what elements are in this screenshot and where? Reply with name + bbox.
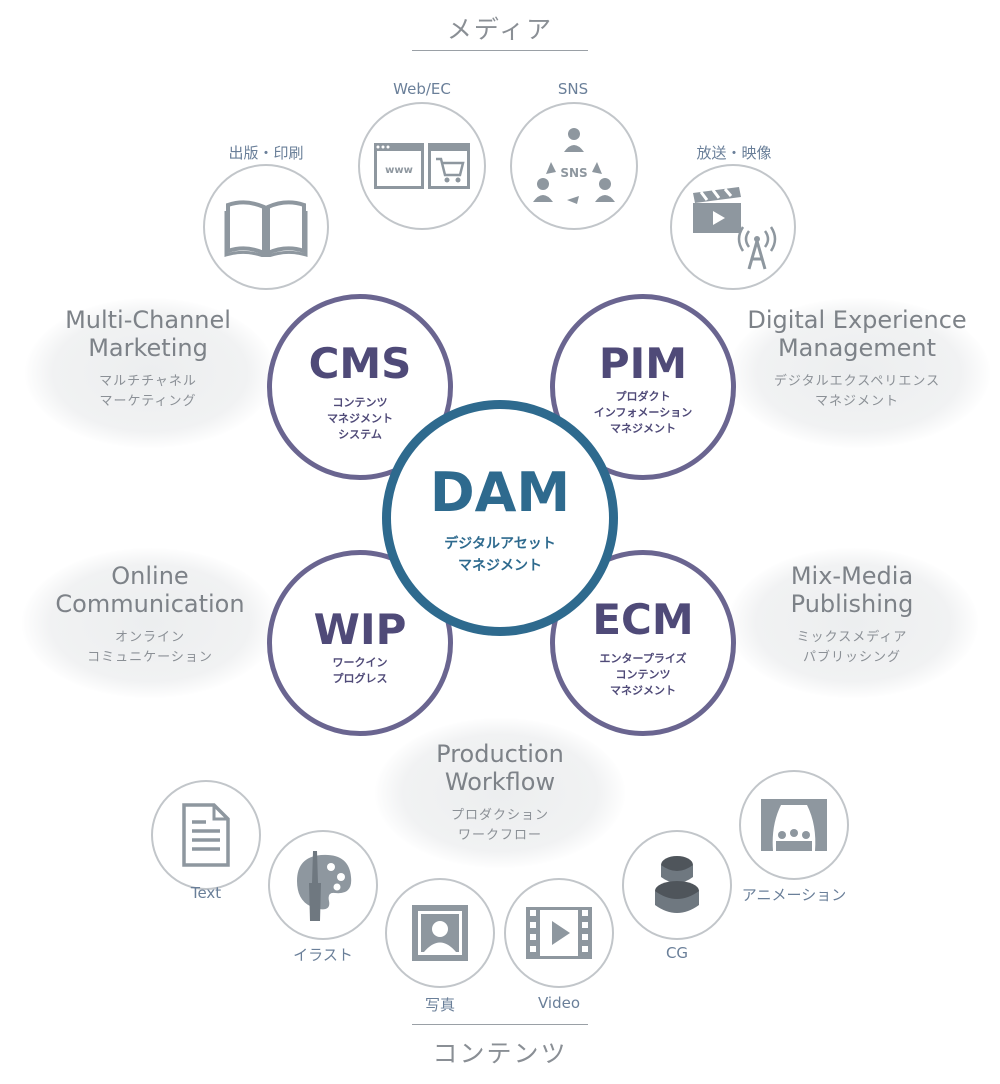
cloud-mix-media-jp: ミックスメディア パブリッシング [796,630,908,665]
media-broadcast[interactable] [670,164,796,290]
cloud-production-workflow-jp: プロダクション ワークフロー [450,808,549,843]
content-illustration[interactable] [268,830,378,940]
media-sns[interactable]: SNS [510,102,638,230]
media-web[interactable]: www [358,102,486,230]
cloud-online-communication-jp: オンライン コミュニケーション [87,630,213,665]
cloud-digital-experience-text: Digital Experience Management デジタルエクスペリエ… [727,306,987,412]
content-animation[interactable] [739,770,849,880]
cloud-multi-channel-en: Multi-Channel Marketing [65,306,231,362]
broadcast-icon [693,187,777,270]
cg-figure-icon [655,856,699,913]
document-icon [182,803,230,867]
portrait-icon [412,905,468,961]
media-label-web: Web/EC [393,80,451,98]
book-icon [224,200,308,257]
content-text[interactable] [151,780,261,890]
content-label-text: Text [190,884,222,902]
cloud-mix-media [728,548,978,698]
media-title: メディア [446,15,554,44]
system-wip-title: WIP [313,605,407,654]
system-cms-title: CMS [308,339,412,388]
content-label-animation: アニメーション [741,886,847,904]
dam-sub: デジタルアセット マネジメント [444,536,556,574]
content-label-illustration: イラスト [293,946,353,964]
cloud-production-workflow-text: Production Workflow プロダクション ワークフロー [370,740,630,846]
cloud-digital-experience-en: Digital Experience Management [747,306,967,362]
svg-text:SNS: SNS [560,166,587,180]
cloud-online-communication [22,548,278,698]
content-cg[interactable] [622,830,732,940]
dam-center[interactable]: DAM デジタルアセット マネジメント [382,400,618,636]
content-label-video: Video [537,994,581,1012]
cloud-production-workflow [375,718,625,868]
system-ecm-sub: エンタープライズ コンテンツ マネジメント [599,652,687,697]
cloud-digital-experience [728,298,990,448]
content-photo[interactable] [385,878,495,988]
cloud-multi-channel-text: Multi-Channel Marketing マルチチャネル マーケティング [18,306,278,412]
media-label-print: 出版・印刷 [228,144,304,162]
cloud-multi-channel-jp: マルチチャネル マーケティング [99,374,197,409]
film-icon [526,907,592,959]
media-label-sns: SNS [557,80,589,98]
cloud-digital-experience-jp: デジタルエクスペリエンス マネジメント [773,374,941,409]
content-video[interactable] [504,878,614,988]
system-ecm-title: ECM [592,595,694,644]
content-label-photo: 写真 [424,996,455,1014]
cloud-online-communication-text: Online Communication オンライン コミュニケーション [20,562,280,668]
cloud-mix-media-text: Mix-Media Publishing ミックスメディア パブリッシング [722,562,982,668]
cloud-mix-media-en: Mix-Media Publishing [790,562,914,618]
cloud-production-workflow-en: Production Workflow [436,740,564,796]
system-cms-sub: コンテンツ マネジメント システム [327,396,393,441]
media-label-broadcast: 放送・映像 [696,144,772,162]
media-divider [412,50,588,51]
cloud-online-communication-en: Online Communication [55,562,245,618]
theater-icon [761,799,827,851]
system-pim-title: PIM [598,339,688,388]
cloud-multi-channel [25,298,275,448]
browser-cart-icon: www [374,143,470,189]
content-label-cg: CG [665,944,689,962]
dam-title: DAM [429,461,571,524]
system-pim-sub: プロダクト インフォメーション マネジメント [593,390,693,435]
contents-divider [412,1024,588,1025]
contents-title: コンテンツ [432,1039,568,1068]
svg-text:www: www [385,165,413,176]
palette-icon [297,851,352,921]
media-print[interactable] [203,164,329,290]
system-wip-sub: ワークイン プログレス [332,656,388,685]
sns-icon: SNS [533,128,615,204]
